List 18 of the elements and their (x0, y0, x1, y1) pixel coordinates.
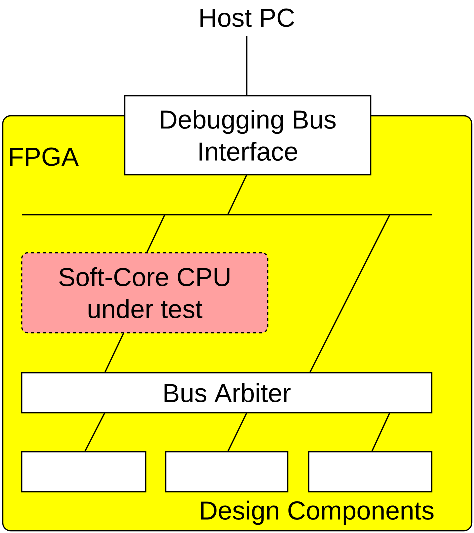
block: Bus Arbiter (21, 372, 433, 414)
connector-line (104, 332, 125, 374)
component-box (165, 451, 289, 493)
bus-line (21, 214, 433, 216)
connector-line (227, 174, 248, 216)
connector-line (309, 214, 391, 374)
group-label: Design Components (201, 500, 434, 526)
cpu-block: Soft-Core CPU under test (21, 252, 269, 334)
connector-line (146, 214, 166, 254)
component-box (21, 451, 147, 493)
connector-line (84, 412, 106, 452)
host-label: Host PC (200, 8, 294, 28)
block-title: FPGA (10, 148, 79, 166)
connector-line (246, 36, 248, 96)
component-box (308, 451, 433, 493)
connector-line (227, 412, 248, 452)
block: Debugging Bus Interface (124, 95, 372, 176)
connector-line (371, 412, 391, 452)
